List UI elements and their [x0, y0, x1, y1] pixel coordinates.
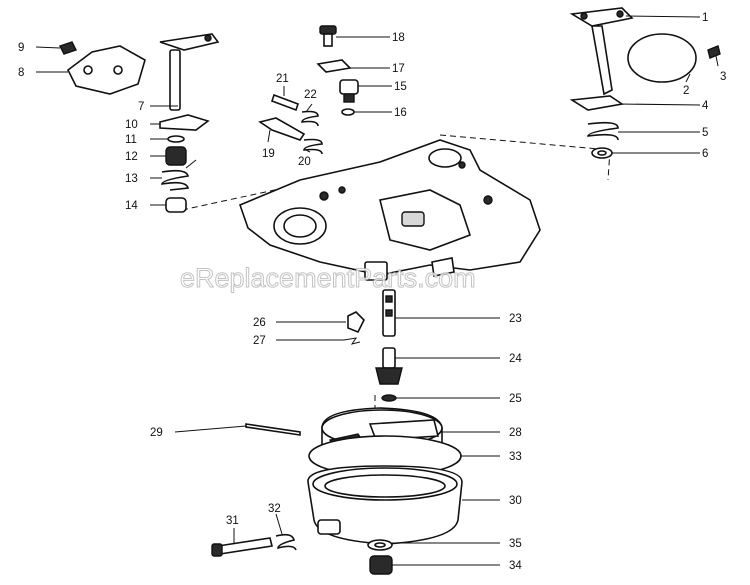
- callout-28: 28: [509, 427, 522, 439]
- throttle-shaft: [159, 33, 220, 111]
- spring-22: [301, 110, 319, 127]
- throttle-plate: [66, 45, 146, 95]
- callout-14: 14: [125, 200, 138, 212]
- callout-15: 15: [394, 81, 407, 93]
- clip-27: [343, 337, 361, 345]
- collar-14: [165, 197, 187, 213]
- callout-12: 12: [125, 151, 138, 163]
- throttle-screw: [59, 41, 77, 55]
- choke-screw: [707, 45, 721, 59]
- watermark: eReplacementParts.com: [180, 263, 476, 293]
- callout-29: 29: [150, 427, 163, 439]
- callout-21: 21: [276, 73, 289, 85]
- callout-labels: 1 2 3 4 5 6 7 8 9 10 11 12 13 14 15 16 1…: [18, 12, 726, 572]
- float-pin-29: [245, 423, 301, 436]
- bushing-12: [165, 146, 187, 166]
- spring-20: [303, 138, 323, 155]
- callout-8: 8: [18, 67, 24, 79]
- seal-11: [167, 135, 185, 143]
- callout-leaders: [35, 15, 719, 566]
- callout-13: 13: [125, 173, 138, 185]
- callout-17: 17: [392, 63, 405, 75]
- callout-33: 33: [509, 451, 522, 463]
- retainer-17: [316, 59, 352, 73]
- callout-2: 2: [683, 85, 689, 97]
- choke-arm-4: [569, 95, 625, 111]
- bowl-nut-34: [369, 555, 393, 575]
- callout-31: 31: [226, 515, 239, 527]
- jet-24: [375, 347, 403, 385]
- callout-5: 5: [702, 127, 708, 139]
- callout-19: 19: [262, 148, 275, 160]
- main-nozzle-23: [382, 289, 396, 337]
- callout-25: 25: [509, 393, 522, 405]
- callout-10: 10: [125, 119, 138, 131]
- callout-1: 1: [702, 12, 708, 24]
- callout-3: 3: [720, 71, 726, 83]
- callout-6: 6: [702, 148, 708, 160]
- throttle-lever: [159, 114, 210, 131]
- choke-plate: [627, 33, 697, 83]
- drain-screw-31: [211, 537, 273, 557]
- callout-27: 27: [253, 335, 266, 347]
- callout-11: 11: [125, 134, 137, 146]
- callout-26: 26: [253, 317, 266, 329]
- needle-26: [347, 311, 365, 334]
- callout-7: 7: [138, 101, 144, 113]
- screw-19: [258, 117, 306, 141]
- spring-5: [587, 121, 619, 141]
- float-bowl-30: [307, 465, 463, 545]
- callout-18: 18: [392, 32, 405, 44]
- callout-23: 23: [509, 313, 522, 325]
- callout-35: 35: [509, 538, 522, 550]
- callout-4: 4: [702, 100, 709, 112]
- washer-6: [591, 147, 613, 159]
- callout-24: 24: [509, 353, 522, 365]
- screw-18: [319, 25, 337, 47]
- choke-lever: [569, 7, 634, 96]
- pin-21: [270, 93, 300, 112]
- washer-16: [341, 108, 355, 116]
- callout-9: 9: [18, 42, 24, 54]
- carburetor-body: [238, 139, 541, 281]
- callout-34: 34: [509, 560, 522, 572]
- callout-32: 32: [268, 503, 281, 515]
- callout-16: 16: [394, 107, 407, 119]
- spring-13: [161, 159, 197, 191]
- callout-22: 22: [304, 89, 317, 101]
- spring-32: [275, 533, 297, 551]
- callout-30: 30: [509, 495, 522, 507]
- gasket-25: [381, 394, 397, 402]
- fitting-15: [339, 79, 359, 103]
- callout-20: 20: [298, 156, 311, 168]
- washer-35: [367, 539, 393, 551]
